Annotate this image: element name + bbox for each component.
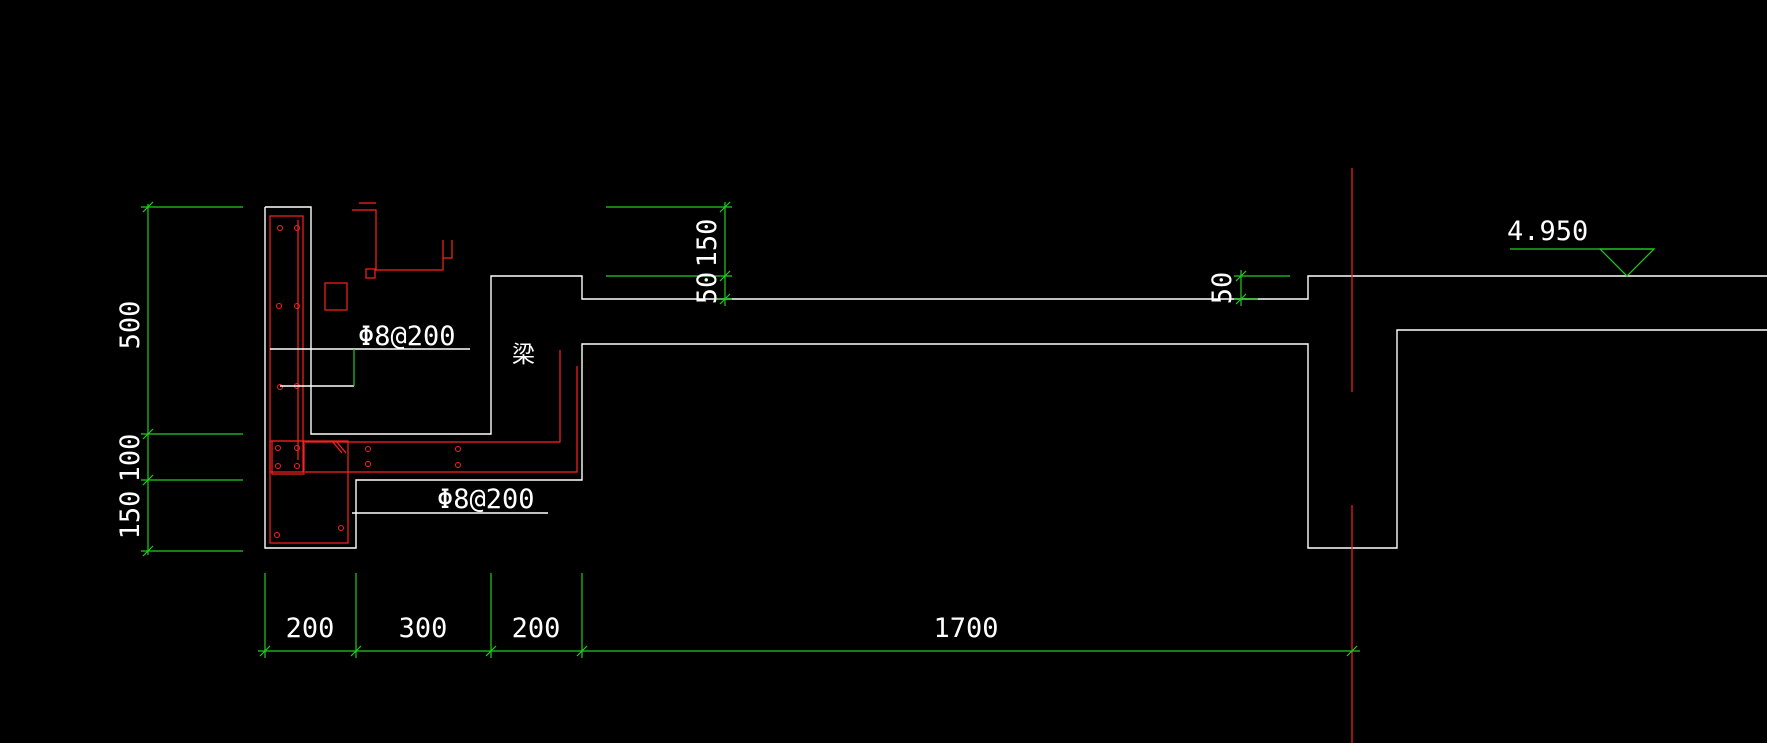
dim-tick — [142, 428, 154, 440]
rebar-base-stirrup — [269, 440, 349, 544]
left-section-outline — [265, 206, 1767, 435]
rebar-dot — [277, 384, 283, 390]
elevation-label: 4.950 — [1507, 216, 1588, 247]
dim-tick — [259, 645, 271, 657]
dim-tick — [719, 293, 731, 305]
rebar-dot — [275, 463, 281, 469]
dim-tick — [485, 645, 497, 657]
rebar-cage — [269, 202, 578, 544]
dim-tick — [1235, 270, 1247, 282]
rebar-dot — [338, 525, 344, 531]
dim-tick — [1235, 293, 1247, 305]
rebar-dot — [294, 445, 300, 451]
rebar-upper-label: Φ8@200 — [358, 321, 456, 352]
elevation-triangle — [1598, 248, 1656, 277]
leader-lines — [270, 348, 548, 514]
concrete-outline — [264, 206, 1767, 549]
dim-tick — [142, 201, 154, 213]
rebar-dot — [277, 225, 283, 231]
rebar-dot — [365, 461, 371, 467]
dim-upper-150: 150 — [692, 219, 723, 268]
rebar-dot — [455, 446, 461, 452]
dim-bottom-1700: 1700 — [933, 613, 998, 644]
rebar-square-section — [324, 282, 348, 311]
left-section-lower-outline — [264, 207, 1767, 549]
dim-vertical-right — [1234, 270, 1290, 306]
elevation-marker — [1510, 248, 1656, 277]
dim-tick — [350, 645, 362, 657]
rebar-small-box — [365, 268, 376, 279]
rebar-slab-top — [305, 350, 561, 443]
dim-bottom-300: 300 — [399, 613, 448, 644]
dim-tick — [719, 270, 731, 282]
rebar-dot — [294, 225, 300, 231]
dim-tick — [1346, 645, 1358, 657]
rebar-slab-bottom — [305, 366, 578, 473]
rebar-dot — [275, 445, 281, 451]
dim-left-150: 150 — [115, 491, 146, 540]
rebar-hook — [331, 440, 343, 454]
rebar-lower-label: Φ8@200 — [437, 484, 535, 515]
dim-vertical-upper — [606, 201, 732, 306]
dim-bottom-200b: 200 — [512, 613, 561, 644]
dim-tick — [142, 474, 154, 486]
rebar-dot — [365, 446, 371, 452]
dim-horizontal-bottom — [258, 573, 1360, 658]
dim-bottom-200a: 200 — [286, 613, 335, 644]
rebar-dot — [294, 463, 300, 469]
rebar-hook-2 — [335, 440, 347, 454]
dim-tick — [142, 545, 154, 557]
dim-upper-50: 50 — [692, 272, 723, 305]
dim-left-100: 100 — [115, 434, 146, 483]
dim-right-50: 50 — [1207, 272, 1238, 305]
dim-tick — [719, 201, 731, 213]
rebar-bent-upper-3 — [443, 240, 453, 259]
beam-label: 梁 — [512, 342, 535, 368]
rebar-dot — [276, 303, 282, 309]
rebar-bent-upper — [352, 209, 444, 271]
rebar-dot — [455, 462, 461, 468]
dim-vertical-left — [141, 201, 243, 557]
rebar-dot — [274, 532, 280, 538]
dim-tick — [576, 645, 588, 657]
rebar-parapet-stirrup — [269, 215, 304, 473]
rebar-dot — [294, 303, 300, 309]
dim-left-500: 500 — [115, 301, 146, 350]
